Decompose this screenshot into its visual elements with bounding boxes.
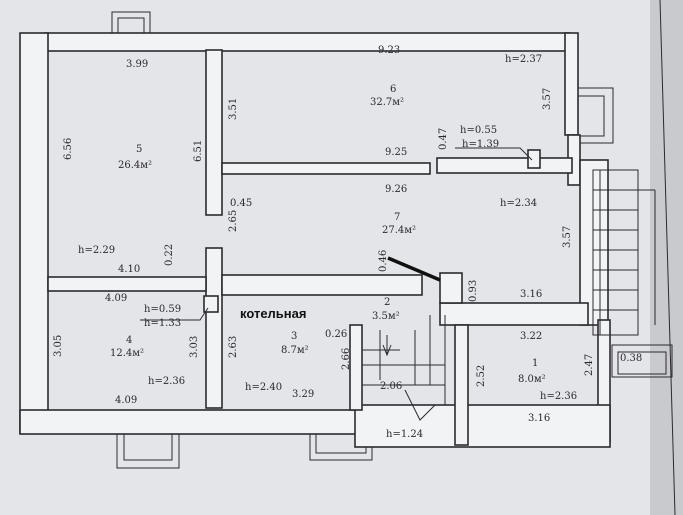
room-3-height: h=2.40 [245,382,282,393]
wall-5-6-vertical [205,49,223,216]
room-7-area: 27.4м² [382,225,416,236]
dim-3.16-r7: 3.16 [520,289,542,300]
dim-2.66: 2.66 [341,348,352,370]
wall-7-lower-vertical [205,247,223,409]
room-7-height: h=2.34 [500,198,537,209]
room-2-number: 2 [384,297,390,308]
window-right-bottom [611,344,673,378]
room-5-height: h=2.29 [78,245,115,256]
room-4-number: 4 [126,335,132,346]
wall-right-upper [564,32,579,136]
dim-9.26: 9.26 [385,184,407,195]
room-3-name: котельная [240,306,306,321]
wall-7-3-horizontal [221,274,423,296]
dim-9.25: 9.25 [385,147,407,158]
room-4-height: h=2.36 [148,376,185,387]
staircase-right [592,169,656,336]
dim-0.38: 0.38 [620,353,642,364]
wall-room7-bottom [439,302,589,326]
dim-0.22: 0.22 [164,244,175,266]
leader-line-046 [387,256,441,282]
window-right-bottom-inner [617,351,667,375]
wall-6-niche [527,149,541,169]
wall-2-corner [439,272,463,304]
room-3-area: 8.7м² [281,345,309,356]
dim-2.63: 2.63 [228,336,239,358]
dim-3.51: 3.51 [228,98,239,120]
wall-top [44,32,571,52]
wall-left [19,32,49,434]
dim-9.23: 9.23 [378,45,400,56]
leader-line-r6 [455,147,533,161]
leader-line-r4 [140,307,209,321]
dim-3.22: 3.22 [520,331,542,342]
dim-3.29: 3.29 [292,389,314,400]
dim-3.99: 3.99 [126,59,148,70]
dim-2.06: 2.06 [380,381,402,392]
dim-3.05: 3.05 [53,335,64,357]
dim-2.47: 2.47 [584,354,595,376]
room-4-area: 12.4м² [110,348,144,359]
dim-3.16-r1: 3.16 [528,413,550,424]
room-5-area: 26.4м² [118,160,152,171]
dim-6.56: 6.56 [63,138,74,160]
paper-border-line [659,0,676,515]
room-3-number: 3 [291,331,297,342]
room-6-height-sub2: h=1.39 [462,139,499,150]
room-6-number: 6 [390,84,396,95]
dim-3.57-upper: 3.57 [542,88,553,110]
room-5-number: 5 [136,144,142,155]
dim-0.46: 0.46 [378,250,389,272]
room-6-area: 32.7м² [370,97,404,108]
wall-bottom-left [19,409,361,435]
dim-0.47: 0.47 [438,128,449,150]
room-1-area: 8.0м² [518,374,546,385]
room-4-height-sub2: h=1.33 [144,318,181,329]
dim-3.57-lower: 3.57 [562,226,573,248]
dim-0.26: 0.26 [325,329,347,340]
wall-6-7-horizontal [221,162,431,175]
room-4-height-sub1: h=0.59 [144,304,181,315]
staircase-inner [361,315,446,421]
wall-4-niche [203,295,219,313]
dim-h-1.24: h=1.24 [386,429,423,440]
wall-4-5-horizontal [47,276,207,292]
room-1-number: 1 [532,358,538,369]
dim-3.03: 3.03 [189,336,200,358]
dim-4.09-top: 4.09 [105,293,127,304]
dim-0.45: 0.45 [230,198,252,209]
dim-4.09-bottom: 4.09 [115,395,137,406]
dim-0.93: 0.93 [468,280,479,302]
room-6-height: h=2.37 [505,54,542,65]
room-2-area: 3.5м² [372,311,400,322]
room-6-height-sub1: h=0.55 [460,125,497,136]
wall-6-7-right [436,157,573,174]
room-7-number: 7 [394,212,400,223]
wall-right-lower [579,159,609,326]
dim-2.52: 2.52 [476,365,487,387]
room-1-height: h=2.36 [540,391,577,402]
wall-room1-left [454,324,469,446]
dim-6.51: 6.51 [193,140,204,162]
wall-bottom-right [354,404,611,448]
dim-4.10: 4.10 [118,264,140,275]
dim-2.65: 2.65 [228,210,239,232]
